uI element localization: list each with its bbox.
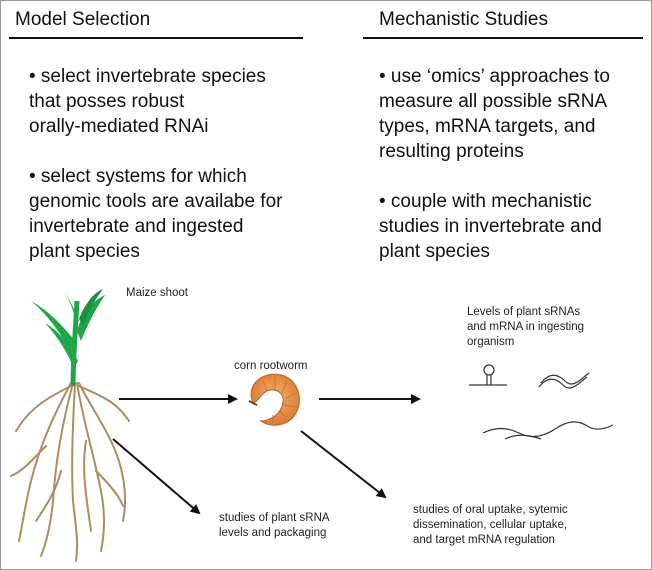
bullet-select-systems: • select systems for which genomic tools… [29,166,283,262]
mrna-strand-icon [482,372,614,440]
arrow-plant-to-studies [112,438,201,515]
rootworm-icon [248,373,300,426]
bullet-omics-approaches: • use ‘omics’ approaches to measure all … [379,66,610,162]
label-sRNA-levels: Levels of plant sRNAs and mRNA in ingest… [467,306,584,348]
label-oral-uptake-studies: studies of oral uptake, sytemic dissemin… [413,504,568,546]
bullet-select-species: • select invertebrate species that posse… [29,66,266,137]
arrow-worm-to-studies [300,430,387,499]
maize-plant-icon [10,286,130,562]
heading-mechanistic-studies: Mechanistic Studies [379,9,548,30]
label-corn-rootworm: corn rootworm [234,360,308,372]
bullet-mechanistic-studies: • couple with mechanistic studies in inv… [379,191,602,262]
label-maize-shoot: Maize shoot [126,287,189,299]
hairpin-rna-icon [469,364,507,386]
heading-model-selection: Model Selection [15,9,151,30]
label-plant-srna-studies: studies of plant sRNA levels and packagi… [219,512,330,539]
heading-rule-left [9,37,303,39]
heading-rule-right [363,37,643,39]
